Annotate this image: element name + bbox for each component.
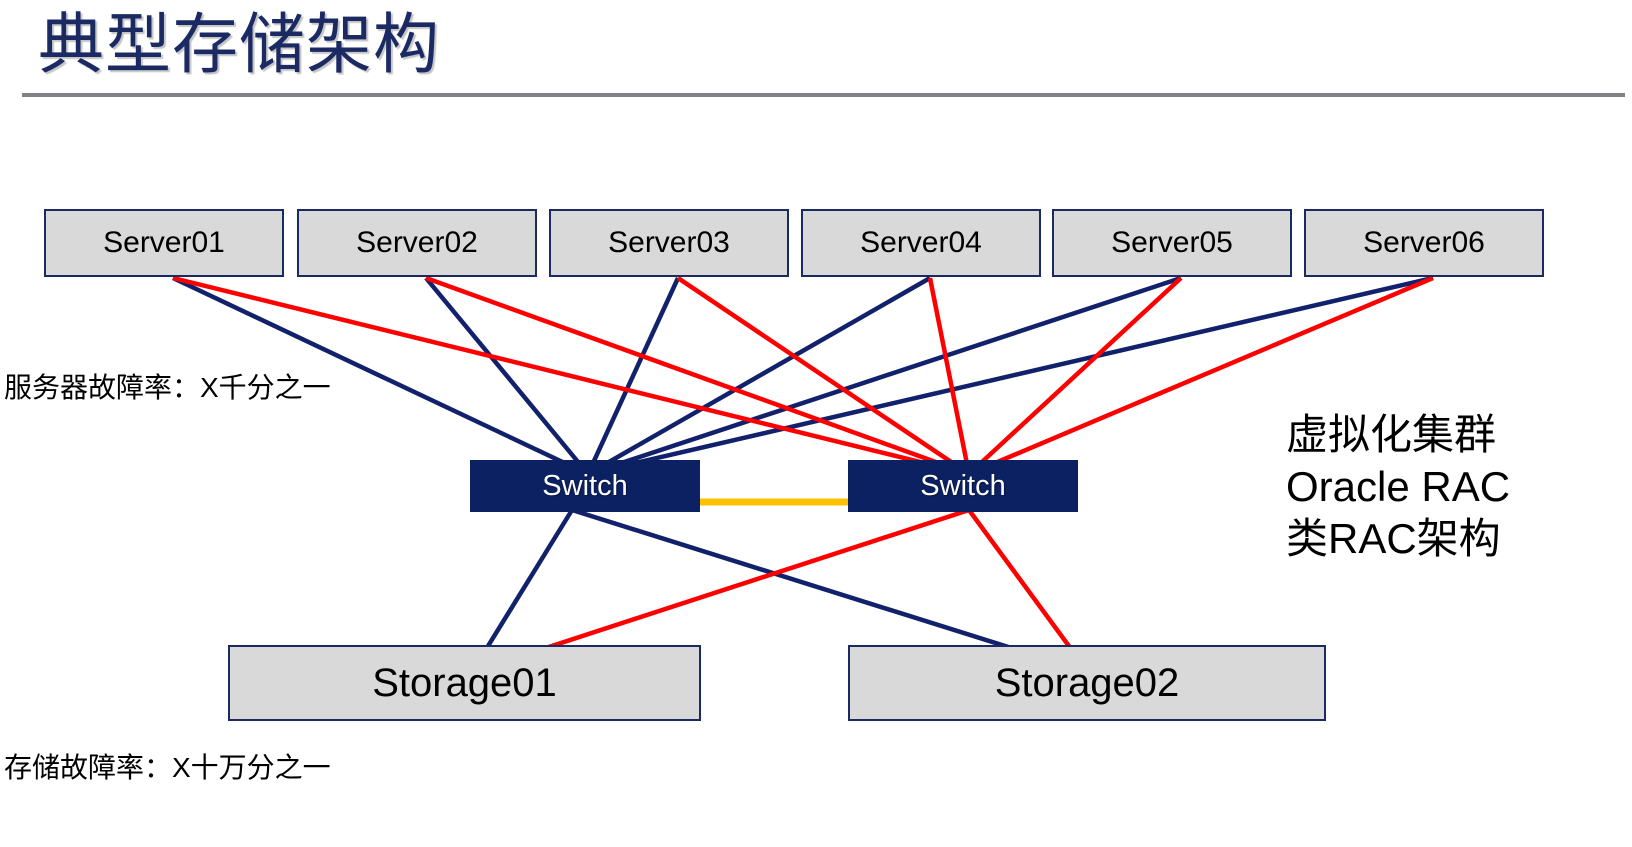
cluster-note-line-3: 类RAC架构 [1286, 515, 1501, 562]
links-to-left-switch [172, 275, 1434, 477]
link-server3-to-switch-right [676, 276, 971, 476]
node-switch-left[interactable]: Switch [470, 460, 700, 512]
node-switch-right[interactable]: Switch [848, 460, 1078, 512]
cluster-note-line-1: 虚拟化集群 [1286, 411, 1497, 458]
node-server01[interactable]: Server01 [44, 209, 284, 277]
node-server06[interactable]: Server06 [1304, 209, 1544, 277]
annotation-storage-failure-rate: 存储故障率：X十万分之一 [4, 752, 331, 783]
cluster-note-line-2: Oracle RAC [1286, 463, 1511, 510]
node-server04[interactable]: Server04 [801, 209, 1041, 277]
link-server3-to-switch-left [585, 277, 681, 475]
link-server2-to-switch-left [424, 276, 590, 476]
link-server4-to-switch-right [927, 277, 972, 475]
node-label: Server01 [103, 226, 225, 259]
link-server1-to-switch-left [172, 275, 589, 477]
annotation-server-failure-rate: 服务器故障率：X千分之一 [4, 372, 331, 403]
links-to-right-switch [172, 275, 1434, 477]
page-title: 典型存储架构 [38, 7, 440, 81]
annotation-cluster-note: 虚拟化集群 Oracle RAC 类RAC架构 [1286, 409, 1510, 565]
link-server1-to-switch-right [172, 275, 970, 477]
node-server02[interactable]: Server02 [297, 209, 537, 277]
title-divider [22, 93, 1625, 97]
node-server03[interactable]: Server03 [549, 209, 789, 277]
node-label: Switch [542, 469, 628, 502]
node-label: Server02 [356, 226, 478, 259]
node-label: Server04 [860, 226, 982, 259]
node-label: Storage02 [994, 660, 1180, 705]
node-label: Switch [920, 469, 1006, 502]
link-server6-to-switch-right [968, 275, 1434, 477]
node-label: Server05 [1111, 226, 1233, 259]
link-server6-to-switch-left [587, 275, 1434, 477]
link-server5-to-switch-right [967, 276, 1183, 476]
link-server5-to-switch-left [587, 275, 1182, 477]
node-storage01[interactable]: Storage01 [228, 645, 701, 721]
link-server2-to-switch-right [425, 275, 970, 477]
node-server05[interactable]: Server05 [1052, 209, 1292, 277]
node-label: Server06 [1363, 226, 1485, 259]
node-label: Server03 [608, 226, 730, 259]
link-server4-to-switch-left [586, 276, 932, 476]
node-storage02[interactable]: Storage02 [848, 645, 1326, 721]
node-label: Storage01 [372, 660, 557, 705]
